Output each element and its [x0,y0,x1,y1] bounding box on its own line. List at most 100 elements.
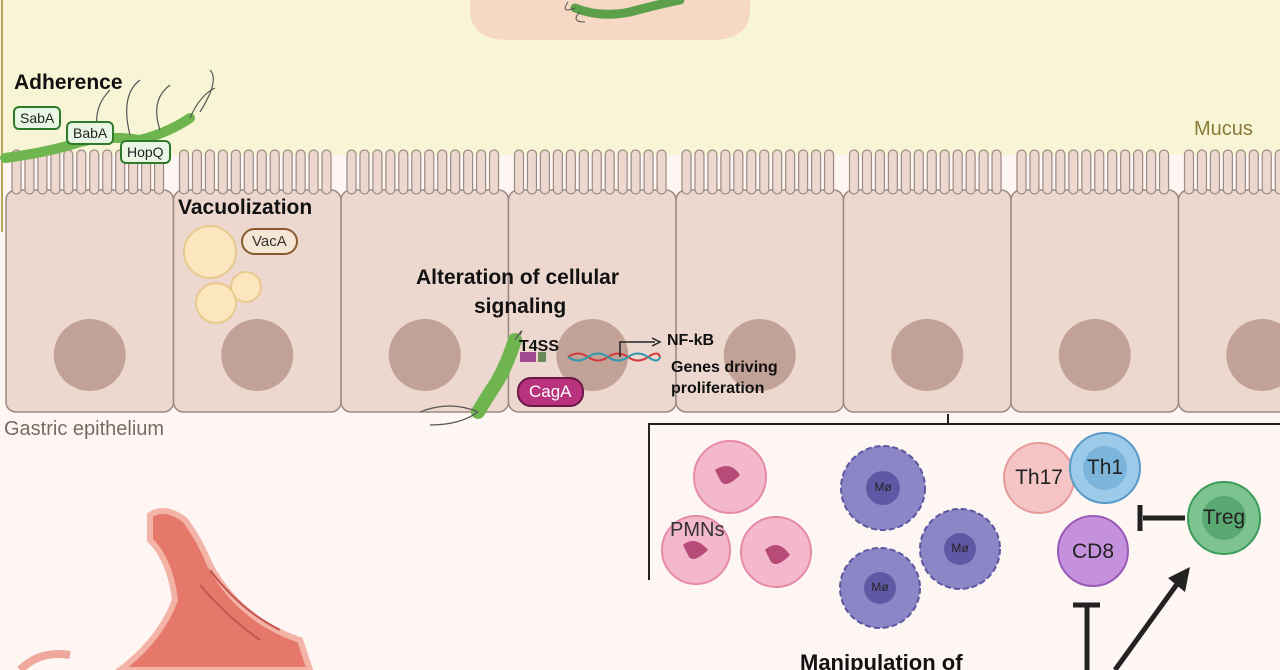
microvillus [552,149,563,195]
stomach-icon [17,508,314,670]
microvillus [630,149,641,195]
adhesin-hopq: HopQ [120,140,171,164]
microvillus [269,149,280,195]
adhesin-baba: BabA [66,121,115,145]
microvillus [450,149,461,195]
microvillus [1183,149,1195,195]
immune-bracket [648,423,1280,580]
microvillus [1068,149,1079,195]
t-cells [1003,432,1261,587]
vacuolization-heading: Vacuolization [178,196,313,219]
microvillus [604,149,615,195]
dna-icon [567,337,662,362]
microvillus [204,149,216,195]
microvillus [733,149,744,195]
microvillus [488,149,500,195]
t4ss-label: T4SS [519,338,560,355]
lumen-chamber [470,0,750,40]
microvillus [810,149,822,195]
nucleus [388,319,461,391]
pmns-label: PMNs [670,519,725,541]
microvillus [565,149,576,195]
microvillus [681,149,692,195]
microvillus [926,149,937,195]
microvillus [913,149,924,195]
microvillus [617,149,628,195]
nucleus [1226,319,1280,391]
microvillus [720,149,731,195]
microvillus [372,149,383,195]
microvillus [1120,149,1131,195]
microvillus [643,149,654,195]
microvillus [591,149,602,195]
pmn-cells [661,440,812,588]
microvillus [256,149,267,195]
microvillus [1042,149,1053,195]
nucleus [53,319,126,391]
microvillus [89,149,100,195]
microvillus [191,149,203,195]
microvillus [243,149,254,195]
microvillus [1145,149,1157,195]
genes-label-line1: Genes driving [671,359,778,376]
microvillus [965,149,976,195]
microvillus [424,149,435,195]
microvillus [463,149,474,195]
microvillus [1235,149,1246,195]
nucleus [1058,319,1131,391]
microvillus [1274,149,1280,195]
microvillus [1158,149,1170,195]
nucleus [221,319,294,391]
microvillus [578,149,589,195]
microvillus [1133,149,1144,195]
alteration-heading-line2: signaling [474,295,567,318]
microvillus [991,149,1002,195]
macrophage-label-1: Mø [874,480,892,494]
microvillus [1055,149,1066,195]
microvillus [359,149,370,195]
nucleus [723,319,796,391]
nucleus [891,319,964,391]
microvillus [475,149,487,195]
adhesin-saba: SabA [13,106,62,130]
microvillus [887,149,898,195]
microvillus [707,149,718,195]
microvillus [526,149,538,195]
microvillus [217,149,228,195]
microvillus [772,149,783,195]
macrophage-label-2: Mø [951,541,969,555]
microvillus [759,149,770,195]
microvillus [1222,149,1233,195]
microvillus [437,149,448,195]
microvillus [63,149,74,195]
microvillus [295,149,306,195]
macrophage-cells [839,445,1001,629]
microvillus [411,149,422,195]
microvillus [823,149,835,195]
epithelial-cells [5,149,1280,413]
adherence-heading: Adherence [14,71,123,94]
microvillus [952,149,963,195]
microvillus [900,149,911,195]
microvillus [939,149,950,195]
gastric-epithelium-label: Gastric epithelium [4,418,165,440]
microvillus [785,149,796,195]
vacuoles [183,225,262,324]
microvillus [539,149,551,195]
mucus-label: Mucus [1194,118,1253,140]
microvillus [230,149,241,195]
microvillus [1209,149,1221,195]
microvillus [798,149,809,195]
microvillus [694,149,705,195]
microvillus [1248,149,1259,195]
microvillus [178,149,190,195]
microvillus [398,149,409,195]
microvillus [1081,149,1092,195]
nfkb-label: NF-kB [667,332,715,349]
microvillus [102,149,113,195]
microvillus [50,149,61,195]
microvillus [656,149,667,195]
microvillus [513,149,525,195]
